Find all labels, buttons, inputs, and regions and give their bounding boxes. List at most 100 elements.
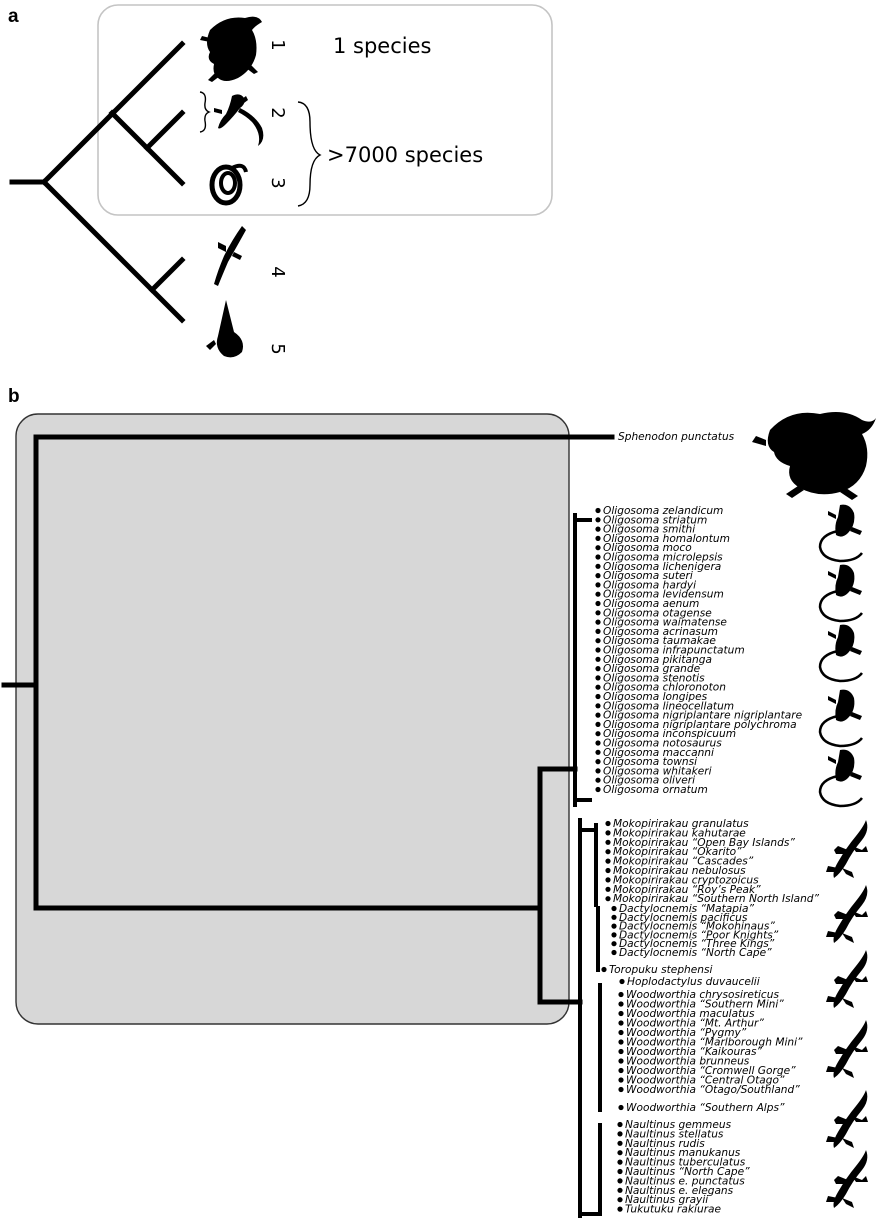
leaf-dot (595, 619, 601, 625)
brace-small (199, 91, 211, 133)
leaf-dot (595, 600, 601, 607)
skink-icons (818, 504, 863, 808)
species-label: Dactylocnemis pacificus (619, 912, 748, 924)
species-label: Naultinus e. punctatus (625, 1175, 745, 1187)
leaf-dot (595, 721, 601, 728)
leaf-dot (601, 966, 607, 973)
species-label: Oligosoma lineocellatum (603, 700, 734, 712)
clade-number-5: 5 (267, 343, 288, 354)
species-label: Oligosoma moco (603, 542, 692, 554)
species-label: Mokopirirakau “Cascades” (613, 856, 754, 868)
species-label: Mokopirirakau “Okarito” (613, 846, 742, 858)
species-count-one: 1 species (333, 34, 431, 58)
panel-a-label: a (8, 6, 19, 27)
species-label: Woodworthia “Southern Alps” (626, 1102, 785, 1114)
leaf-dot (595, 507, 601, 514)
species-label: Oligosoma chloronoton (603, 682, 726, 694)
species-label: Oligosoma acrinasum (603, 626, 718, 638)
species-label: Woodworthia maculatus (626, 1008, 755, 1020)
leaf-dot (605, 896, 611, 902)
leaf-dot (617, 1140, 623, 1146)
leaf-dot (605, 877, 611, 883)
species-label: Oligosoma notosaurus (603, 738, 722, 750)
leaf-dot (618, 1077, 624, 1083)
species-label: Woodworthia “Pygmy” (626, 1027, 747, 1039)
leaf-dot (618, 1048, 624, 1055)
leaf-dot (595, 749, 601, 755)
species-label: Dactylocnemis “Three Kings” (619, 938, 775, 950)
highlight-box-b (15, 413, 570, 1025)
leaf-dot (605, 820, 611, 827)
species-label: Toropuku stephensi (609, 964, 713, 976)
species-label: Hoplodactylus duvaucelii (627, 976, 760, 988)
leaf-dot (618, 991, 624, 998)
species-label: Oligosoma striatum (603, 514, 707, 526)
leaf-dots (595, 507, 625, 1212)
leaf-dot (595, 759, 601, 765)
species-label: Oligosoma levidensum (603, 589, 724, 601)
leaf-dot (595, 693, 601, 700)
leaf-dot (611, 914, 617, 920)
leaf-dot (611, 923, 617, 929)
leaf-dot (595, 731, 601, 737)
species-label: Naultinus rudis (625, 1138, 705, 1150)
phylogram-b (1, 434, 615, 1218)
species-label: Oligosoma taumakae (603, 635, 716, 647)
species-label: Mokopirirakau nebulosus (613, 865, 746, 877)
leaf-dot (595, 638, 601, 644)
species-label: Woodworthia chrysosireticus (626, 989, 779, 1001)
leaf-dot (595, 535, 601, 542)
species-label: Oligosoma maccanni (603, 747, 714, 759)
species-label: Oligosoma lichenigera (603, 561, 721, 573)
skink-icon (818, 689, 863, 748)
leaf-dot (618, 1020, 624, 1026)
leaf-dot (618, 1010, 624, 1017)
leaf-dot (618, 1067, 624, 1074)
tuatara-icon (200, 16, 262, 82)
species-label: Oligosoma smithi (603, 524, 695, 536)
species-label: Naultinus “North Cape” (625, 1166, 750, 1178)
leaf-dot (611, 905, 617, 912)
leaf-dot (618, 1039, 624, 1045)
species-label: Dactylocnemis “Matapia” (619, 903, 754, 915)
species-label: Dactylocnemis “North Cape” (619, 947, 772, 959)
gecko-icon (826, 820, 868, 878)
leaf-dot (595, 740, 601, 746)
leaf-dot (595, 666, 601, 672)
leaf-dot (595, 517, 601, 523)
species-label: Oligosoma grande (603, 663, 701, 675)
species-label: Oligosoma pikitanga (603, 654, 712, 666)
leaf-dot (617, 1121, 623, 1128)
species-label: Oligosoma infrapunctatum (603, 645, 745, 657)
leaf-dot (595, 610, 601, 616)
leaf-dot (595, 582, 601, 588)
species-label: Naultinus manukanus (625, 1147, 741, 1159)
leaf-dot (618, 1029, 624, 1036)
leaf-dot (611, 941, 617, 947)
species-label: Naultinus stellatus (625, 1128, 724, 1140)
species-label: Oligosoma hardyi (603, 579, 696, 591)
leaf-dot (605, 867, 611, 874)
leaf-dot (595, 777, 601, 783)
leaf-dot (595, 656, 601, 662)
leaf-dot (595, 573, 601, 579)
leaf-dot (595, 684, 601, 690)
leaf-dot (617, 1150, 623, 1156)
leaf-dot (605, 858, 611, 864)
species-label: Naultinus tuberculatus (625, 1157, 746, 1169)
skink-icon (818, 504, 863, 563)
species-label: Mokopirirakau “Open Bay Islands” (613, 837, 795, 849)
leaf-dot (617, 1197, 623, 1203)
leaf-dot (617, 1187, 623, 1193)
leaf-dot (617, 1168, 623, 1175)
leaf-dot (595, 712, 601, 718)
leaf-dot (617, 1159, 623, 1165)
leaf-dot (618, 1058, 624, 1064)
species-label: Dactylocnemis “Mokohinaus” (619, 921, 775, 933)
leaf-dot (618, 1086, 624, 1093)
leaf-dot (595, 647, 601, 653)
species-label: Oligosoma nigriplantare polychroma (603, 719, 797, 731)
leaf-dot (595, 675, 601, 681)
